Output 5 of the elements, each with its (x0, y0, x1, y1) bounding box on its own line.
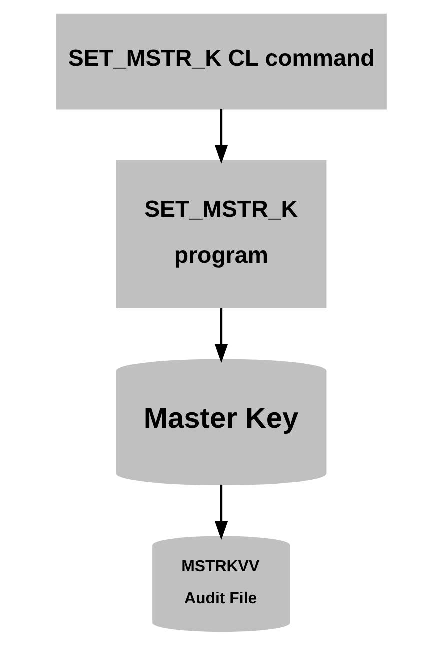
node-box: SET_MSTR_K CL command (56, 14, 386, 110)
arrow (214, 484, 228, 540)
arrow (214, 109, 228, 164)
node-box: SET_MSTR_K program (116, 160, 326, 308)
arrow (214, 308, 228, 364)
